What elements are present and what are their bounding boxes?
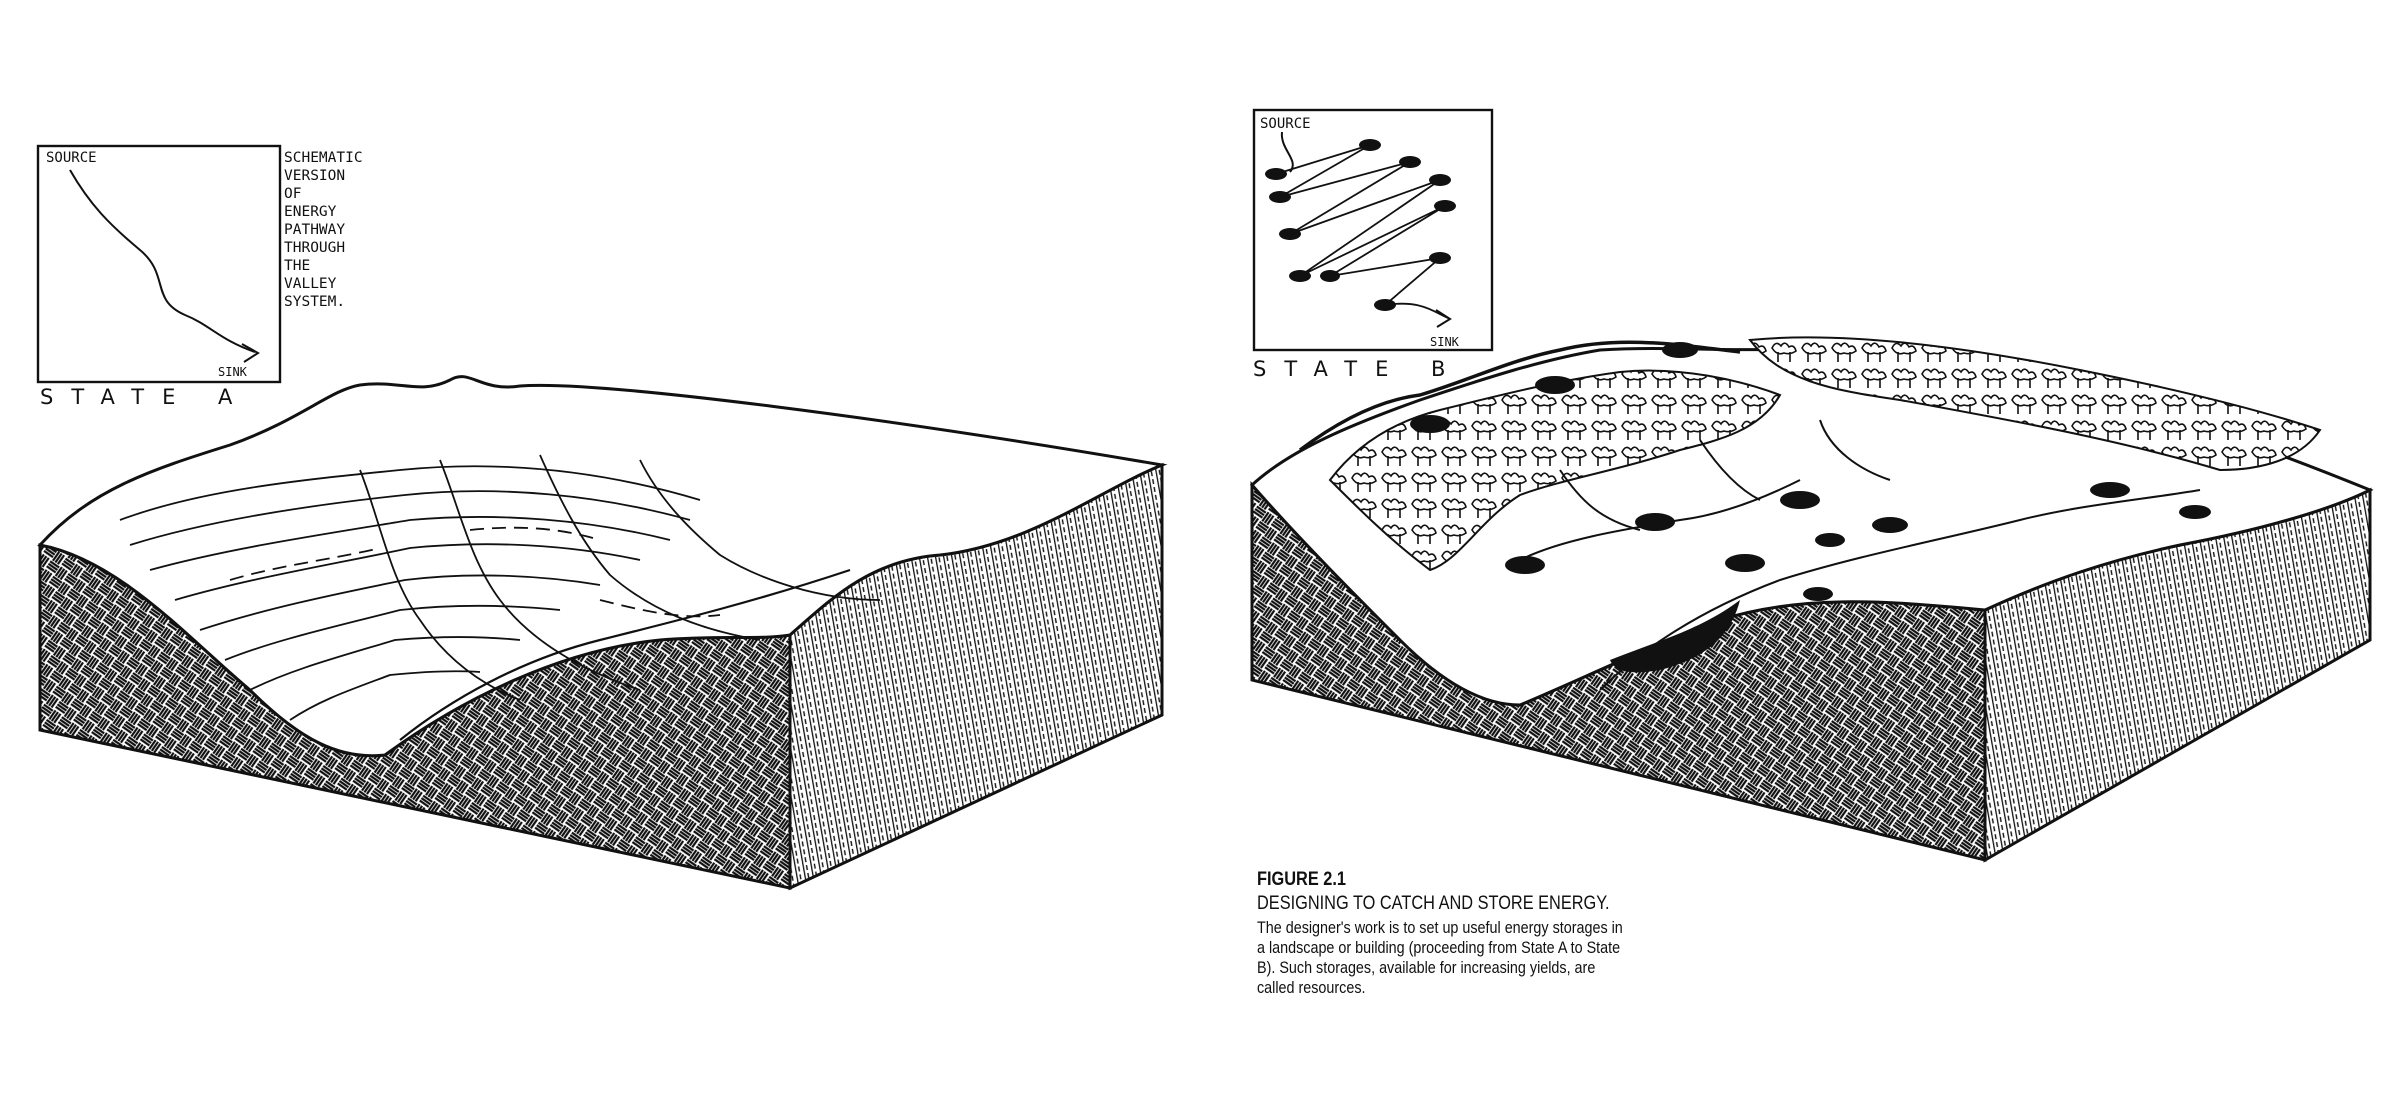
pond [1635,513,1675,531]
state-a-sink-label: SINK [218,365,248,379]
pond [1815,533,1845,547]
note-line: ENERGY [284,204,337,220]
pond [1410,415,1450,433]
pond [1872,517,1908,533]
state-a-energy-path [70,170,255,352]
pond [2179,505,2211,519]
state-b-energy-path [1276,145,1448,318]
state-b-source-label: SOURCE [1260,116,1311,132]
figure-title: DESIGNING TO CATCH AND STORE ENERGY. [1257,892,1739,916]
pond [1780,491,1820,509]
state-a-diagram: SOURCE SINK STATE A SCHEMATIC VERSION OF… [38,146,1162,888]
note-line: THE [284,258,310,274]
pond [1725,554,1765,572]
figure-caption: FIGURE 2.1 DESIGNING TO CATCH AND STORE … [1257,868,1817,998]
note-line: VALLEY [284,276,337,292]
pond [1803,587,1833,601]
state-a-arrow-icon [242,344,258,362]
state-a-note: SCHEMATIC VERSION OF ENERGY PATHWAY THRO… [284,150,363,310]
note-line: SCHEMATIC [284,150,363,166]
figure-description: The designer's work is to set up useful … [1257,918,1631,998]
state-b-sink-label: SINK [1430,335,1460,349]
pond [1662,342,1698,358]
pond [1535,376,1575,394]
state-b-diagram: SOURCE SINK STATE B [1252,110,2370,860]
state-a-source-label: SOURCE [46,150,97,166]
state-b-source-link [1282,132,1293,172]
figure-number: FIGURE 2.1 [1257,868,1739,892]
note-line: PATHWAY [284,222,345,238]
state-b-state-label: STATE B [1253,357,1463,381]
note-line: THROUGH [284,240,345,256]
pond [2090,482,2130,498]
note-line: VERSION [284,168,345,184]
pond [1505,556,1545,574]
note-line: SYSTEM. [284,294,345,310]
note-line: OF [284,186,301,202]
state-a-state-label: STATE A [40,385,250,409]
